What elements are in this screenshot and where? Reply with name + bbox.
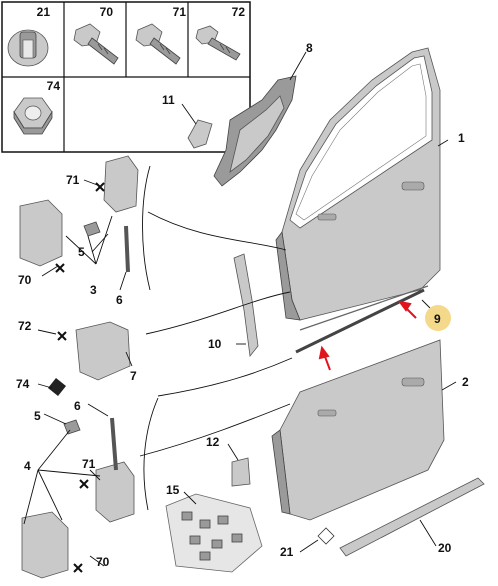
thumb-label-70: 70 (100, 5, 114, 19)
clip-part (317, 527, 335, 545)
callout-2: 2 (462, 375, 469, 389)
door-liner-part (213, 75, 297, 187)
callout-15: 15 (166, 483, 180, 497)
clip-kit-bag (165, 493, 263, 573)
fastener-thumbnails: 21 70 71 72 74 (1, 1, 251, 153)
nut-part (48, 378, 66, 396)
callout-9: 9 (434, 312, 441, 326)
callout-10: 10 (208, 337, 222, 351)
indicator-arrows (318, 300, 417, 371)
callout-20: 20 (438, 541, 452, 555)
callout-1: 1 (458, 131, 465, 145)
lower-hinge-assembly (21, 417, 135, 579)
screw-icon (135, 23, 181, 65)
screw-icon (195, 25, 241, 61)
middle-hinge-assembly (48, 321, 131, 396)
callout-6a: 6 (116, 293, 123, 307)
thumb-label-71: 71 (173, 5, 187, 19)
callout-70b: 70 (96, 555, 110, 569)
callout-71a: 71 (66, 173, 80, 187)
callout-4: 4 (24, 459, 31, 473)
pillar-seal (233, 253, 259, 357)
screw-icon (73, 23, 119, 65)
callout-6b: 6 (74, 399, 81, 413)
square-pad (231, 457, 251, 487)
thumb-label-21: 21 (37, 5, 51, 19)
upper-hinge-assembly (19, 155, 139, 273)
weatherstrip-part (295, 285, 429, 354)
highlight-circle (425, 305, 451, 331)
front-door-panel (275, 47, 441, 321)
rear-door-panel (271, 339, 445, 521)
callout-5a: 5 (78, 245, 85, 259)
thumb-label-72: 72 (232, 5, 246, 19)
callout-74: 74 (16, 377, 30, 391)
x-markers (55, 182, 105, 573)
callout-5b: 5 (34, 409, 41, 423)
callout-3: 3 (90, 283, 97, 297)
callout-8: 8 (306, 41, 313, 55)
pad-part (187, 119, 213, 149)
thumb-label-74: 74 (47, 79, 61, 93)
callout-21: 21 (280, 545, 294, 559)
callout-7: 7 (130, 369, 137, 383)
callout-71b: 71 (82, 457, 96, 471)
callout-72: 72 (18, 319, 32, 333)
sill-trim (339, 477, 485, 557)
callout-11: 11 (162, 93, 175, 107)
nut-icon (13, 97, 53, 135)
callout-70a: 70 (18, 273, 32, 287)
callout-12: 12 (206, 435, 220, 449)
clip-icon (7, 29, 49, 67)
